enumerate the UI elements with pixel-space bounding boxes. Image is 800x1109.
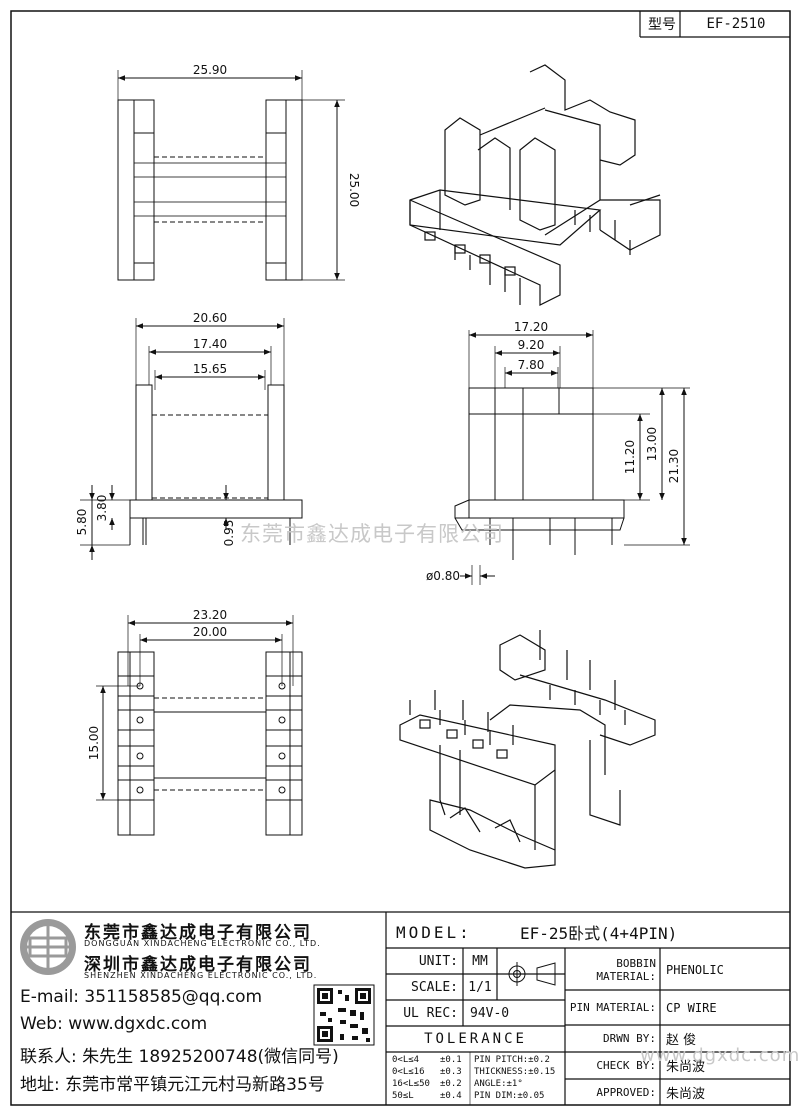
tb-scale-value: 1/1 xyxy=(468,979,492,995)
isometric-view-bottom xyxy=(399,630,656,869)
company-email: E-mail: 351158585@qq.com xyxy=(20,987,263,1007)
dim-front-h3: 0.95 xyxy=(222,520,236,547)
tb-unit-label: UNIT: xyxy=(418,953,458,969)
tb-drwn-value: 赵 俊 xyxy=(666,1033,697,1048)
tb-tol-value-1: ±0.1 xyxy=(440,1055,462,1065)
tb-check-label: CHECK BY: xyxy=(596,1059,656,1072)
tb-tol-range-2: 0<L≤16 xyxy=(392,1067,425,1077)
dim-pin-diameter: ø0.80 xyxy=(426,569,460,583)
tb-bobbin-label: BOBBIN MATERIAL: xyxy=(596,957,656,983)
top-view xyxy=(117,70,345,281)
isometric-view-top xyxy=(409,64,661,306)
company-web: Web: www.dgxdc.com xyxy=(20,1014,208,1034)
tb-drwn-label: DRWN BY: xyxy=(603,1032,656,1045)
tb-tol-spec-4: PIN DIM:±0.05 xyxy=(474,1091,545,1101)
tb-tolerance-label: TOLERANCE xyxy=(424,1031,527,1047)
tb-ulrec-label: UL REC: xyxy=(403,1005,458,1021)
tb-bobbin-value: PHENOLIC xyxy=(666,963,724,977)
dim-side-h1: 11.20 xyxy=(623,440,637,474)
tb-scale-label: SCALE: xyxy=(411,979,458,995)
company-name-2-en: SHENZHEN XINDACHENG ELECTRONIC CO., LTD. xyxy=(84,971,318,980)
company-name-2: 深圳市鑫达成电子有限公司 xyxy=(84,955,312,975)
side-view xyxy=(454,330,690,585)
tb-pin-value: CP WIRE xyxy=(666,1000,717,1015)
dim-front-w1: 20.60 xyxy=(193,311,227,325)
tb-tol-range-1: 0<L≤4 xyxy=(392,1055,420,1065)
tb-tol-range-3: 16<L≤50 xyxy=(392,1079,430,1089)
dim-bottom-w1: 23.20 xyxy=(193,608,227,622)
tb-tol-value-4: ±0.4 xyxy=(440,1091,462,1101)
header-model-value: EF-2510 xyxy=(706,16,766,32)
tb-tol-spec-1: PIN PITCH:±0.2 xyxy=(474,1055,550,1065)
tb-check-value: 朱尚波 xyxy=(666,1060,706,1075)
tb-pin-label: PIN MATERIAL: xyxy=(569,1001,656,1014)
dim-side-h3: 21.30 xyxy=(667,449,681,483)
projection-symbol-icon xyxy=(505,962,556,986)
dim-side-w3: 7.80 xyxy=(518,358,545,372)
dim-side-w2: 9.20 xyxy=(518,338,545,352)
watermark-center: 东莞市鑫达成电子有限公司 xyxy=(240,522,504,546)
tb-approved-label: APPROVED: xyxy=(596,1085,656,1099)
bottom-view xyxy=(96,615,303,836)
drawing-frame xyxy=(10,10,791,1106)
dim-front-h2: 3.80 xyxy=(95,495,109,522)
company-address: 地址: 东莞市常平镇元江元村马新路35号 xyxy=(20,1075,325,1095)
dim-front-h1: 5.80 xyxy=(75,509,89,536)
dim-top-height: 25.00 xyxy=(347,173,361,207)
tb-model-value: EF-25卧式(4+4PIN) xyxy=(520,924,678,943)
tb-ulrec-value: 94V-0 xyxy=(470,1005,510,1021)
dim-top-width: 25.90 xyxy=(193,63,227,77)
tb-approved-value: 朱尚波 xyxy=(666,1086,706,1102)
tb-tol-range-4: 50≤L xyxy=(392,1091,414,1101)
tb-tol-spec-3: ANGLE:±1° xyxy=(474,1079,523,1089)
dim-bottom-h1: 15.00 xyxy=(87,726,101,760)
watermark-bottom: www.dgxdc.com xyxy=(640,1045,800,1066)
company-contact: 联系人: 朱先生 18925200748(微信同号) xyxy=(20,1047,339,1067)
company-name-1: 东莞市鑫达成电子有限公司 xyxy=(84,923,312,943)
tb-tol-value-2: ±0.3 xyxy=(440,1067,462,1077)
qr-code-icon xyxy=(313,984,375,1046)
tb-tol-value-3: ±0.2 xyxy=(440,1079,462,1089)
company-name-1-en: DONGGUAN XINDACHENG ELECTRONIC CO., LTD. xyxy=(84,939,321,948)
tb-unit-value: MM xyxy=(472,953,488,969)
tb-model-label: MODEL: xyxy=(396,922,472,942)
title-block-grid xyxy=(11,11,790,1105)
dim-front-w2: 17.40 xyxy=(193,337,227,351)
header-model-label: 型号 xyxy=(648,17,676,33)
tb-tol-spec-2: THICKNESS:±0.15 xyxy=(474,1067,556,1077)
dim-bottom-w2: 20.00 xyxy=(193,625,227,639)
dim-front-w3: 15.65 xyxy=(193,362,227,376)
front-view xyxy=(80,318,303,560)
dim-side-w1: 17.20 xyxy=(514,320,548,334)
company-logo-icon xyxy=(20,919,76,975)
dim-side-h2: 13.00 xyxy=(645,427,659,461)
